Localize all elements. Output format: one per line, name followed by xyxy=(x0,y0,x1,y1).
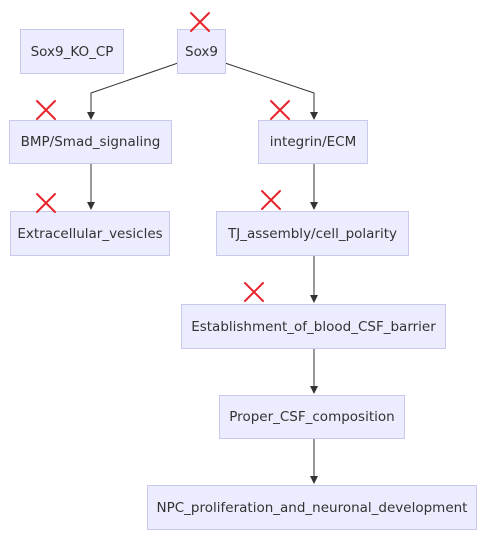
node-label: NPC_proliferation_and_neuronal_developme… xyxy=(156,499,468,516)
cross-icon xyxy=(36,100,56,120)
node-sox9: Sox9 xyxy=(177,29,226,74)
node-label: TJ_assembly/cell_polarity xyxy=(227,225,398,242)
node-label: Extracellular_vesicles xyxy=(17,225,163,242)
node-npc-proliferation: NPC_proliferation_and_neuronal_developme… xyxy=(147,485,477,530)
node-extracellular-vesicles: Extracellular_vesicles xyxy=(10,211,170,256)
node-label: Establishment_of_blood_CSF_barrier xyxy=(191,318,436,335)
node-label: Sox9 xyxy=(185,43,218,60)
edge-sox9-integrin xyxy=(224,62,318,120)
edge-sox9-bmp xyxy=(87,62,179,120)
node-label: Proper_CSF_composition xyxy=(229,409,395,425)
cross-icon xyxy=(190,12,210,32)
node-label: Sox9_KO_CP xyxy=(30,43,114,60)
node-sox9-ko-cp: Sox9_KO_CP xyxy=(20,29,124,74)
node-label: BMP/Smad_signaling xyxy=(20,134,161,150)
cross-icon xyxy=(270,100,290,120)
node-integrin-ecm: integrin/ECM xyxy=(258,120,368,164)
node-blood-csf-barrier: Establishment_of_blood_CSF_barrier xyxy=(181,304,446,349)
cross-icon xyxy=(36,193,56,213)
cross-icon xyxy=(244,282,264,302)
node-tj-assembly: TJ_assembly/cell_polarity xyxy=(216,211,409,256)
node-label: integrin/ECM xyxy=(269,134,357,150)
node-bmp-smad-signaling: BMP/Smad_signaling xyxy=(9,120,172,164)
node-proper-csf-composition: Proper_CSF_composition xyxy=(219,395,405,439)
cross-icon xyxy=(261,190,281,210)
